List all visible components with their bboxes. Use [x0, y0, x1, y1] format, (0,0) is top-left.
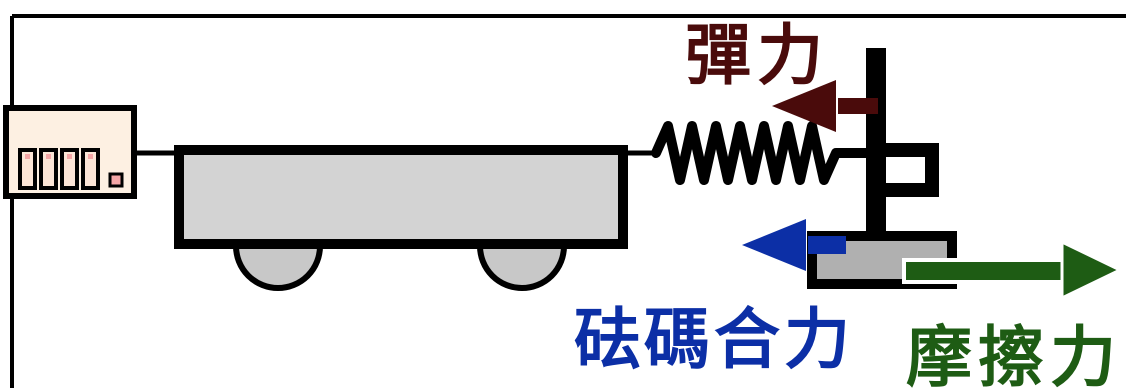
cart-wheel-right: [476, 243, 568, 291]
spring-icon: [651, 121, 877, 185]
weight-force-label: 砝碼合力: [574, 301, 854, 378]
weight-force-arrow: [742, 219, 846, 271]
spring-force-label: 彈力: [685, 17, 829, 94]
stand-icon: [866, 48, 939, 234]
frame: [10, 14, 1126, 388]
cart-wheel-left: [232, 243, 324, 291]
spring-force-arrow: [772, 80, 878, 132]
friction-force-arrow: [902, 239, 1124, 301]
force-meter-icon: [3, 105, 137, 199]
cart-body: [174, 145, 628, 249]
friction-force-label: 摩擦力: [906, 319, 1122, 388]
cart-icon: [174, 145, 628, 291]
